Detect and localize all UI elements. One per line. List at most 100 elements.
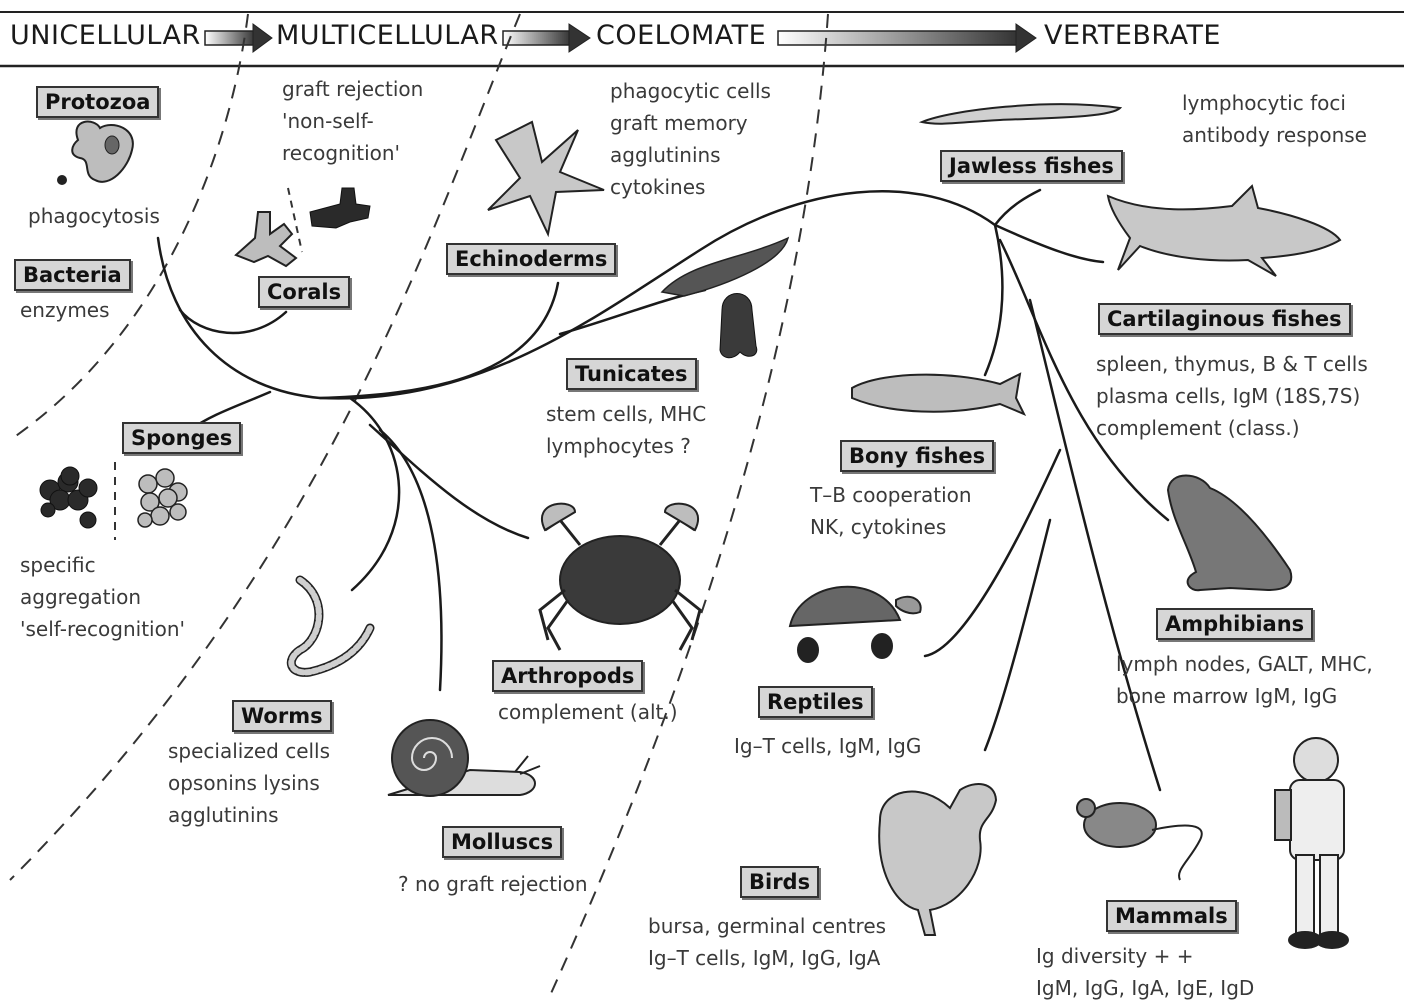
note-line: graft rejection [282,73,423,105]
note-line: aggregation [20,581,185,613]
note-protozoa: phagocytosis [28,200,160,232]
protozoa-nucleus-icon [105,136,119,154]
note-line: T–B cooperation [810,479,972,511]
coral-dark-icon [310,188,370,228]
branch-cartilaginous [995,225,1103,262]
note-line: cytokines [610,171,771,203]
group-tunicates: Tunicates [566,358,697,390]
group-mammals: Mammals [1106,900,1237,932]
note-line: 'non-self- [282,105,423,137]
note-bacteria: enzymes [20,294,110,326]
rooster-icon [879,784,996,935]
group-birds: Birds [740,866,819,898]
shark-icon [1108,186,1340,276]
starfish-icon [488,122,604,234]
note-line: opsonins lysins [168,767,330,799]
note-line: Ig–T cells, IgM, IgG [734,730,921,762]
tunicate-icon [720,294,757,358]
note-line: agglutinins [168,799,330,831]
stage-arrow-2 [503,24,590,52]
group-amphibians: Amphibians [1156,608,1313,640]
group-reptiles: Reptiles [758,686,873,718]
lancelet-icon [662,238,788,296]
branch-echinoderms [320,283,558,398]
note-echinoderms: phagocytic cells graft memory agglutinin… [610,75,771,203]
branch-birds [985,520,1050,750]
bony-fish-icon [852,374,1024,414]
group-molluscs: Molluscs [442,826,562,858]
note-line: graft memory [610,107,771,139]
note-line: spleen, thymus, B & T cells [1096,348,1368,380]
note-molluscs: ? no graft rejection [398,868,588,900]
group-arthropods: Arthropods [492,660,643,692]
group-jawless-fishes: Jawless fishes [940,150,1123,182]
note-cartilaginous-fishes: spleen, thymus, B & T cells plasma cells… [1096,348,1368,444]
note-tunicates: stem cells, MHC lymphocytes ? [546,398,706,462]
coral-divider [288,188,302,252]
crab-icon [540,504,700,650]
snail-icon [388,720,540,796]
group-protozoa: Protozoa [36,86,159,118]
note-line: stem cells, MHC [546,398,706,430]
sponge-cells-dark-icon [40,467,97,528]
note-line: phagocytic cells [610,75,771,107]
stage-arrow-3 [778,24,1036,52]
note-line: complement (alt.) [498,696,678,728]
mouse-icon [1077,799,1202,880]
note-birds: bursa, germinal centres Ig–T cells, IgM,… [648,910,886,974]
lamprey-icon [922,104,1120,123]
note-line: lymph nodes, GALT, MHC, [1116,648,1373,680]
note-line: Ig diversity + + [1036,940,1254,972]
note-line: lymphocytes ? [546,430,706,462]
group-bacteria: Bacteria [14,259,131,291]
frog-icon [1168,476,1291,591]
note-mammals: Ig diversity + + IgM, IgG, IgA, IgE, IgD [1036,940,1254,1004]
protozoa-icon [72,122,133,182]
note-line: 'self-recognition' [20,613,185,645]
group-sponges: Sponges [122,422,241,454]
turtle-icon [790,587,921,662]
note-line: IgM, IgG, IgA, IgE, IgD [1036,972,1254,1004]
stage-coelomate: COELOMATE [596,20,766,51]
note-line: plasma cells, IgM (18S,7S) [1096,380,1368,412]
note-worms: specialized cells opsonins lysins agglut… [168,735,330,831]
note-line: antibody response [1182,119,1367,151]
note-line: phagocytosis [28,200,160,232]
note-line: NK, cytokines [810,511,972,543]
group-echinoderms: Echinoderms [446,243,616,275]
note-corals: graft rejection 'non-self- recognition' [282,73,423,169]
stage-arrow-1 [205,24,272,52]
note-bony-fishes: T–B cooperation NK, cytokines [810,479,972,543]
stage-multicellular: MULTICELLULAR [276,20,499,51]
note-line: agglutinins [610,139,771,171]
note-line: enzymes [20,294,110,326]
group-bony-fishes: Bony fishes [840,440,994,472]
stage-unicellular: UNICELLULAR [10,20,201,51]
earthworm-icon [291,580,370,672]
coral-light-icon [236,212,296,266]
note-jawless-fishes: lymphocytic foci antibody response [1182,87,1367,151]
note-sponges: specific aggregation 'self-recognition' [20,549,185,645]
group-corals: Corals [258,276,350,308]
note-reptiles: Ig–T cells, IgM, IgG [734,730,921,762]
note-line: complement (class.) [1096,412,1368,444]
note-line: recognition' [282,137,423,169]
branch-jawless [995,190,1040,225]
branch-worms [350,398,399,590]
bacterium-icon [57,175,67,185]
note-line: specialized cells [168,735,330,767]
branch-corals [180,310,286,333]
group-cartilaginous-fishes: Cartilaginous fishes [1098,303,1351,335]
note-arthropods: complement (alt.) [498,696,678,728]
stage-vertebrate: VERTEBRATE [1044,20,1221,51]
note-line: bone marrow IgM, IgG [1116,680,1373,712]
note-line: specific [20,549,185,581]
note-line: lymphocytic foci [1182,87,1367,119]
branch-molluscs [380,430,441,690]
note-line: ? no graft rejection [398,868,588,900]
astronaut-icon [1275,738,1348,948]
note-line: bursa, germinal centres [648,910,886,942]
branch-bony [985,225,1002,375]
sponge-cells-light-icon [138,469,187,527]
group-worms: Worms [232,700,332,732]
